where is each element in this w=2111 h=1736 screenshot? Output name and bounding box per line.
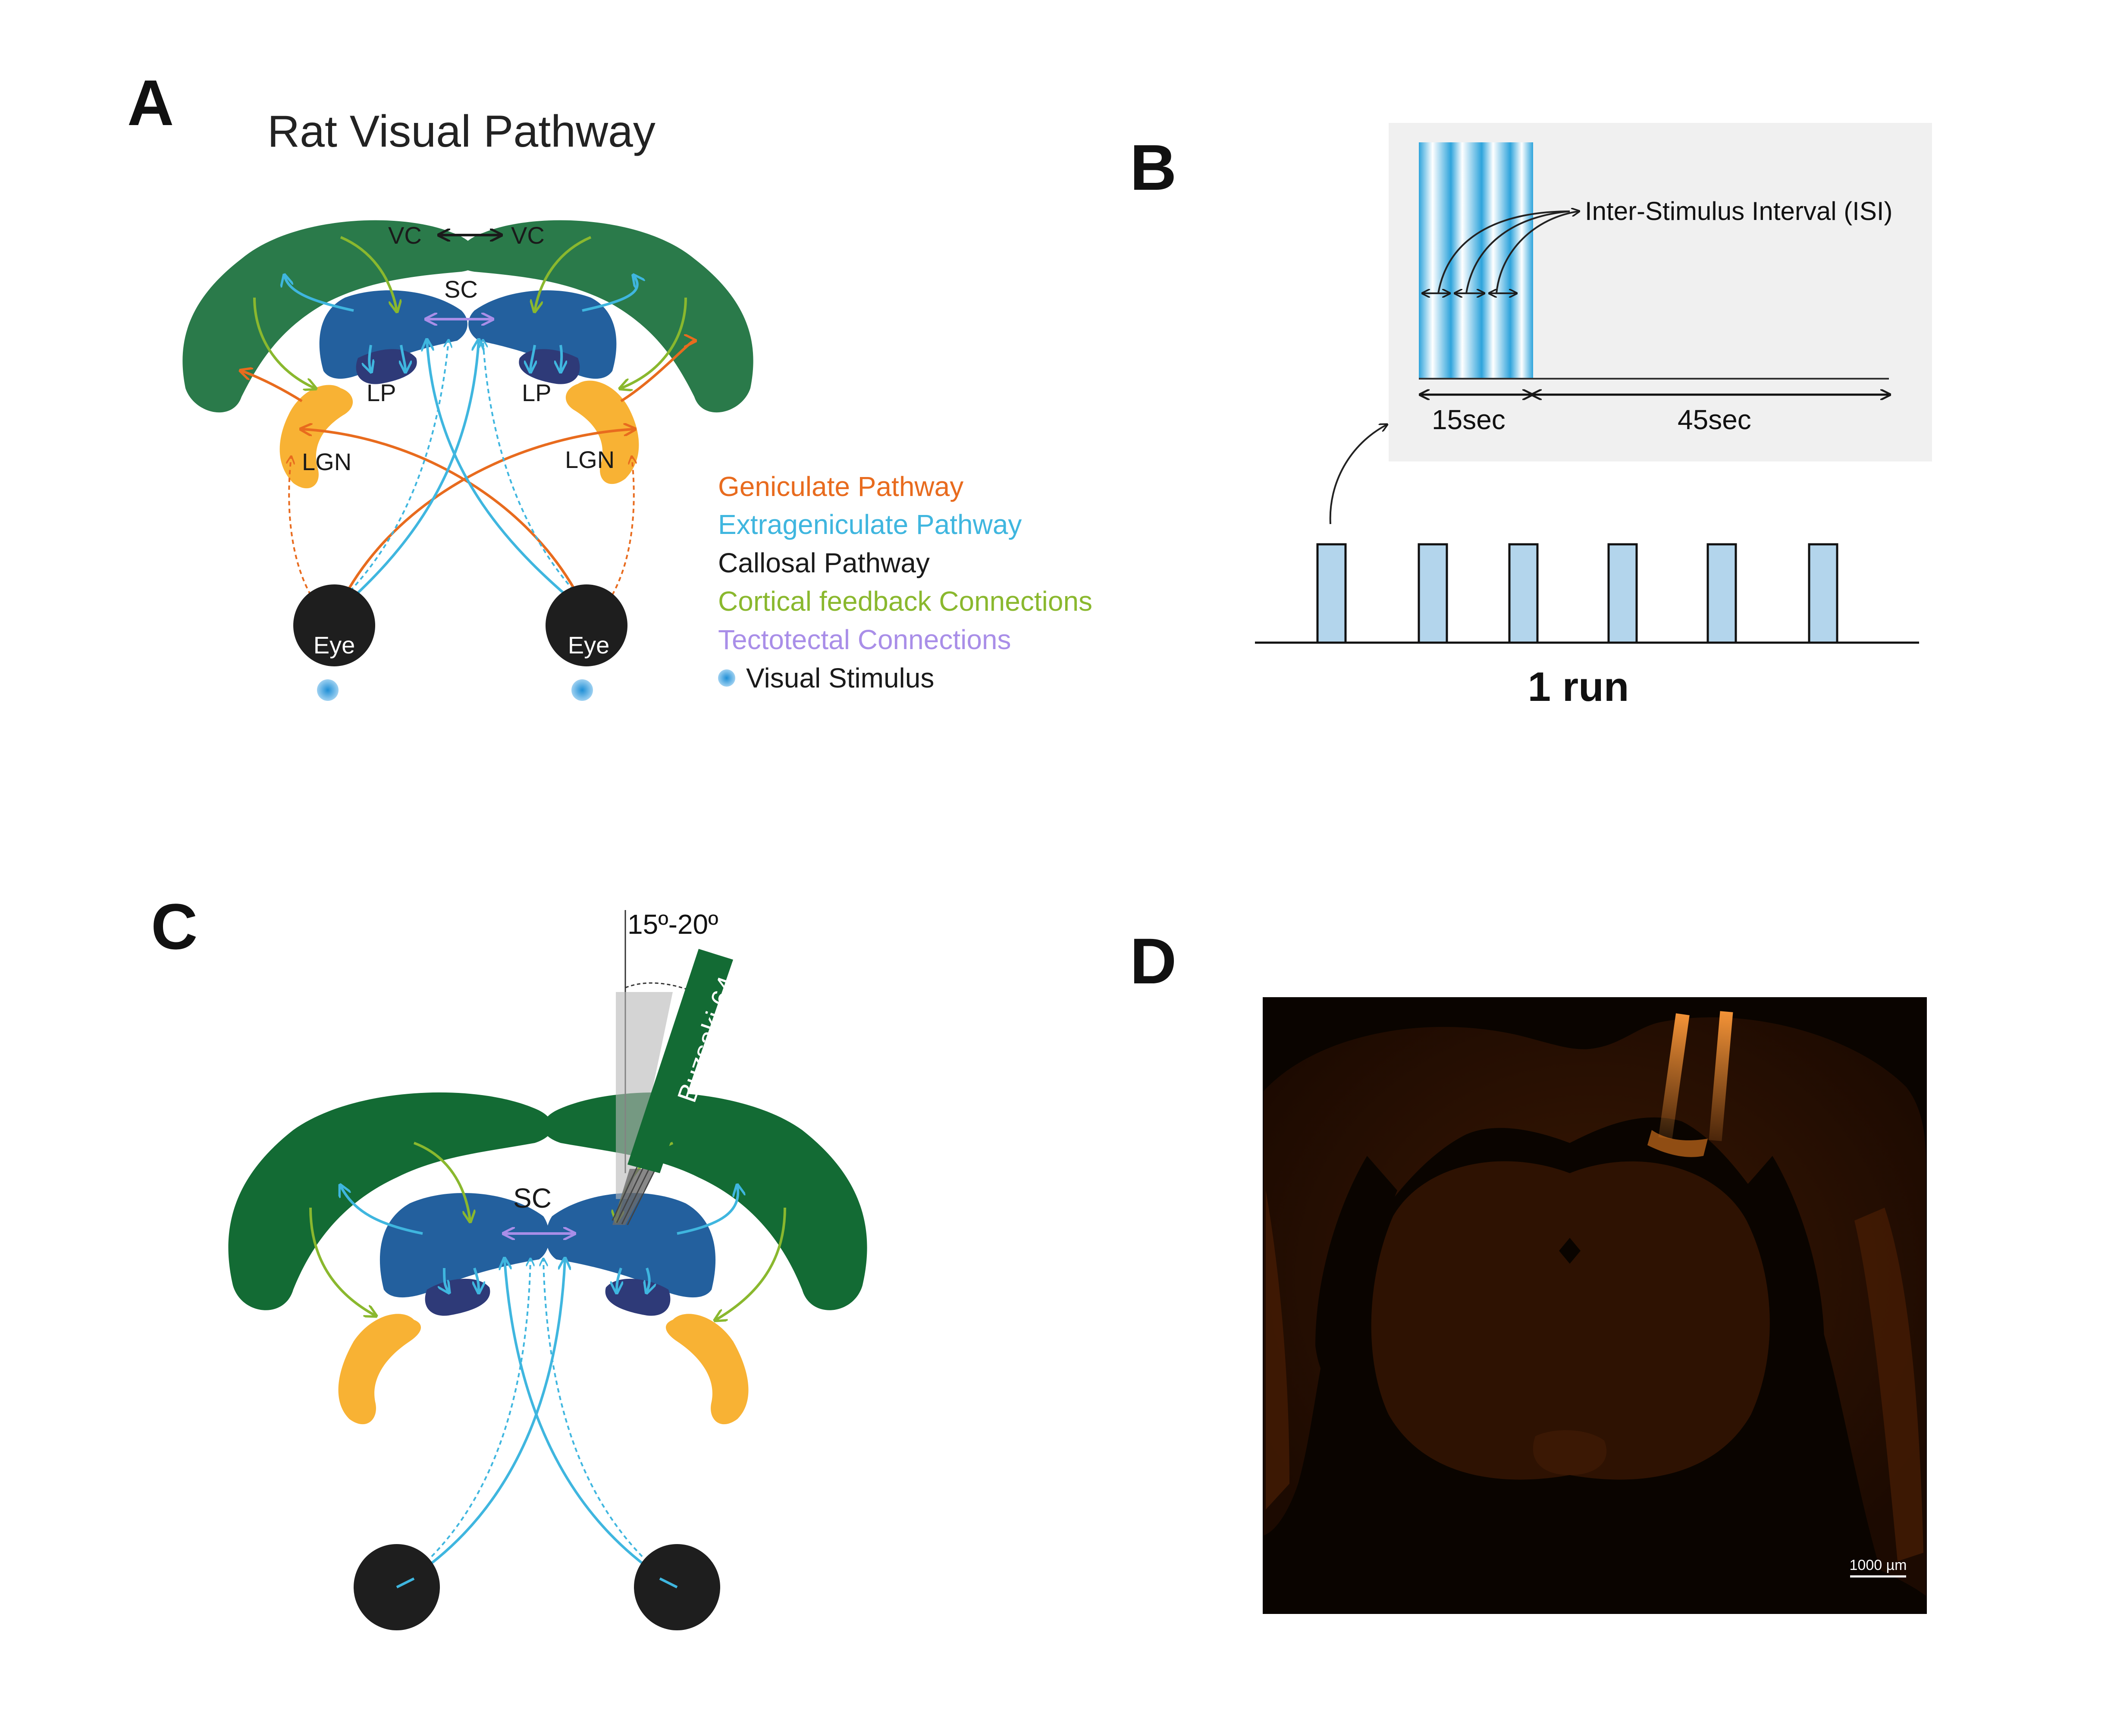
legend: Geniculate Pathway Extrageniculate Pathw…	[718, 471, 1092, 694]
visual-stimulus-right	[571, 679, 593, 701]
legend-cortical: Cortical feedback Connections	[718, 586, 1092, 617]
legend-geniculate: Geniculate Pathway	[718, 471, 963, 502]
brain-section	[1264, 1011, 1926, 1596]
pulse-3	[1508, 543, 1539, 644]
pulse-4	[1607, 543, 1638, 644]
panel-c-letter: C	[151, 890, 198, 963]
legend-callosal: Callosal Pathway	[718, 547, 930, 578]
insertion-angle-wedge	[616, 992, 673, 1199]
legend-stimulus-dot	[718, 669, 735, 687]
pulse-2	[1418, 543, 1448, 644]
superior-colliculus-left	[319, 290, 467, 379]
retina-sc-arrows	[336, 341, 587, 614]
superior-colliculus-right-c	[546, 1193, 716, 1298]
panel-d: D 1000 µm	[1130, 925, 1927, 1614]
insertion-angle-arc	[625, 982, 695, 993]
angle-label: 15º-20º	[627, 909, 718, 940]
on-duration-label: 15sec	[1432, 404, 1506, 435]
sc-lp-cortex-arrows	[285, 276, 637, 371]
pulse-train	[1255, 543, 1919, 644]
lgn-left	[279, 385, 353, 489]
probe-shanks	[612, 1164, 659, 1225]
off-duration-label: 45sec	[1678, 404, 1751, 435]
cortical-feedback-arrows	[253, 236, 687, 388]
panel-c: C	[151, 890, 867, 1630]
eye-right	[546, 584, 627, 666]
isi-arrows	[1423, 211, 1578, 293]
label-sc: SC	[444, 276, 478, 303]
probe-shank-bundle	[612, 1169, 656, 1225]
label-lgn-left: LGN	[302, 448, 351, 475]
probe-track-2	[1709, 1011, 1733, 1141]
legend-tectotectal: Tectotectal Connections	[718, 624, 1011, 655]
panel-a-title: Rat Visual Pathway	[267, 107, 656, 157]
sc-lp-cortex-arrows-c	[341, 1186, 738, 1292]
superior-colliculus-right	[468, 290, 617, 379]
panel-b: B Inter-Stimulus Interval (ISI) 15sec 45…	[1130, 123, 1932, 710]
label-vc-left: VC	[388, 222, 422, 249]
superior-colliculus-left-c	[380, 1193, 549, 1298]
label-lp-right: LP	[522, 379, 552, 406]
label-lgn-right: LGN	[565, 446, 615, 473]
label-sc-c: SC	[513, 1183, 552, 1214]
lateral-posterior-right	[519, 349, 580, 384]
run-label: 1 run	[1528, 664, 1629, 710]
panel-a-letter: A	[127, 66, 174, 139]
eye-left	[293, 584, 375, 666]
isi-label: Inter-Stimulus Interval (ISI)	[1585, 197, 1893, 226]
lgn-right-c	[665, 1314, 749, 1425]
panel-d-letter: D	[1130, 925, 1176, 997]
legend-extrageniculate: Extrageniculate Pathway	[718, 509, 1022, 540]
visual-stimulus-left	[317, 679, 339, 701]
label-eye-left: Eye	[314, 631, 355, 659]
zoom-arrow	[1329, 425, 1386, 524]
retina-sc-arrows-c	[396, 1259, 678, 1588]
pulse-1	[1316, 543, 1347, 644]
visual-cortex-right	[457, 220, 753, 413]
probe-body	[627, 949, 733, 1173]
grating-stimulus	[1419, 142, 1533, 379]
label-vc-right: VC	[511, 222, 545, 249]
scale-bar-label: 1000 µm	[1850, 1557, 1907, 1573]
pulse-5	[1706, 543, 1737, 644]
pulse-6	[1808, 543, 1838, 644]
panel-a: A Rat Visual Pathway	[127, 66, 1092, 701]
panel-b-letter: B	[1130, 131, 1176, 204]
probe-track-1	[1658, 1013, 1690, 1140]
visual-cortex-left-c	[228, 1092, 553, 1310]
visual-cortex-left	[182, 220, 479, 413]
label-lp-left: LP	[367, 379, 396, 406]
label-eye-right: Eye	[568, 631, 610, 659]
lgn-left-c	[338, 1314, 421, 1425]
legend-stimulus: Visual Stimulus	[746, 662, 934, 694]
